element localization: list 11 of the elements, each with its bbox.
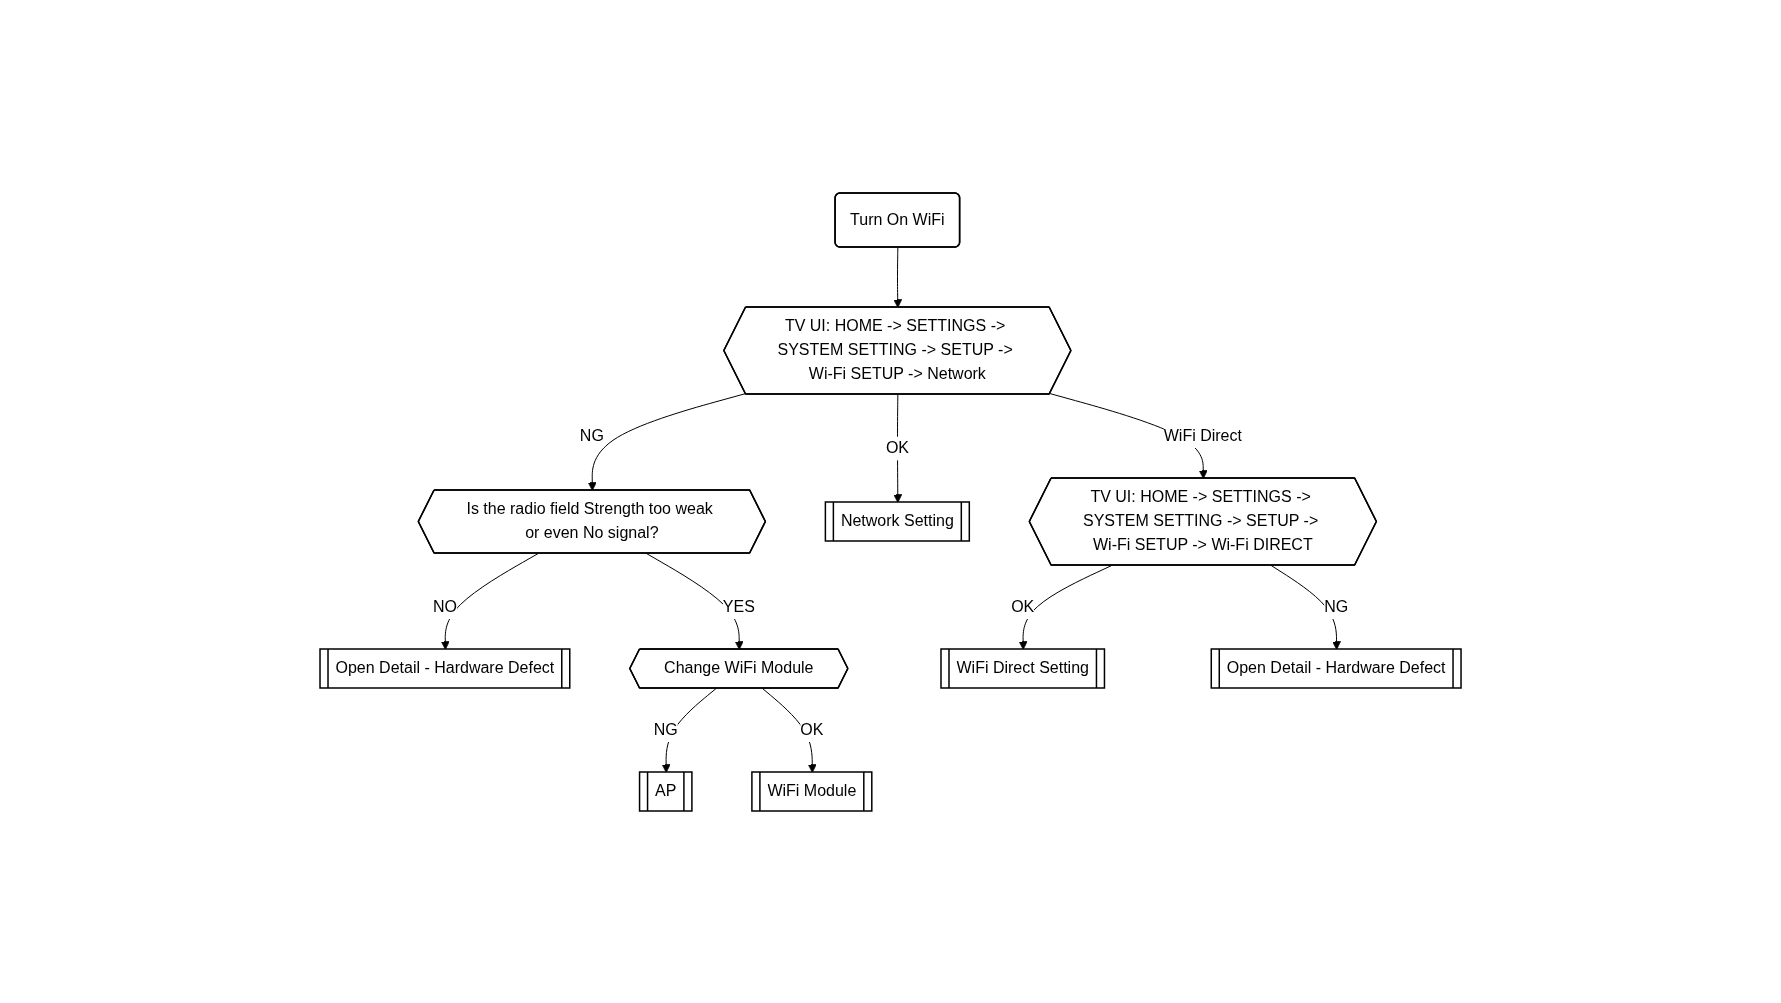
edge-label: NG: [653, 720, 678, 738]
edge-label: NG: [1324, 597, 1349, 615]
edge-label: NO: [432, 597, 457, 615]
edge-label: YES: [722, 597, 755, 615]
arrow: [893, 246, 903, 308]
edge-label: NG: [579, 426, 604, 444]
edge-label: OK: [800, 720, 824, 738]
edge-label: OK: [1011, 597, 1035, 615]
edge-label: OK: [885, 438, 909, 456]
arrow: [587, 392, 747, 491]
edge-label: WiFi Direct: [1163, 426, 1242, 444]
